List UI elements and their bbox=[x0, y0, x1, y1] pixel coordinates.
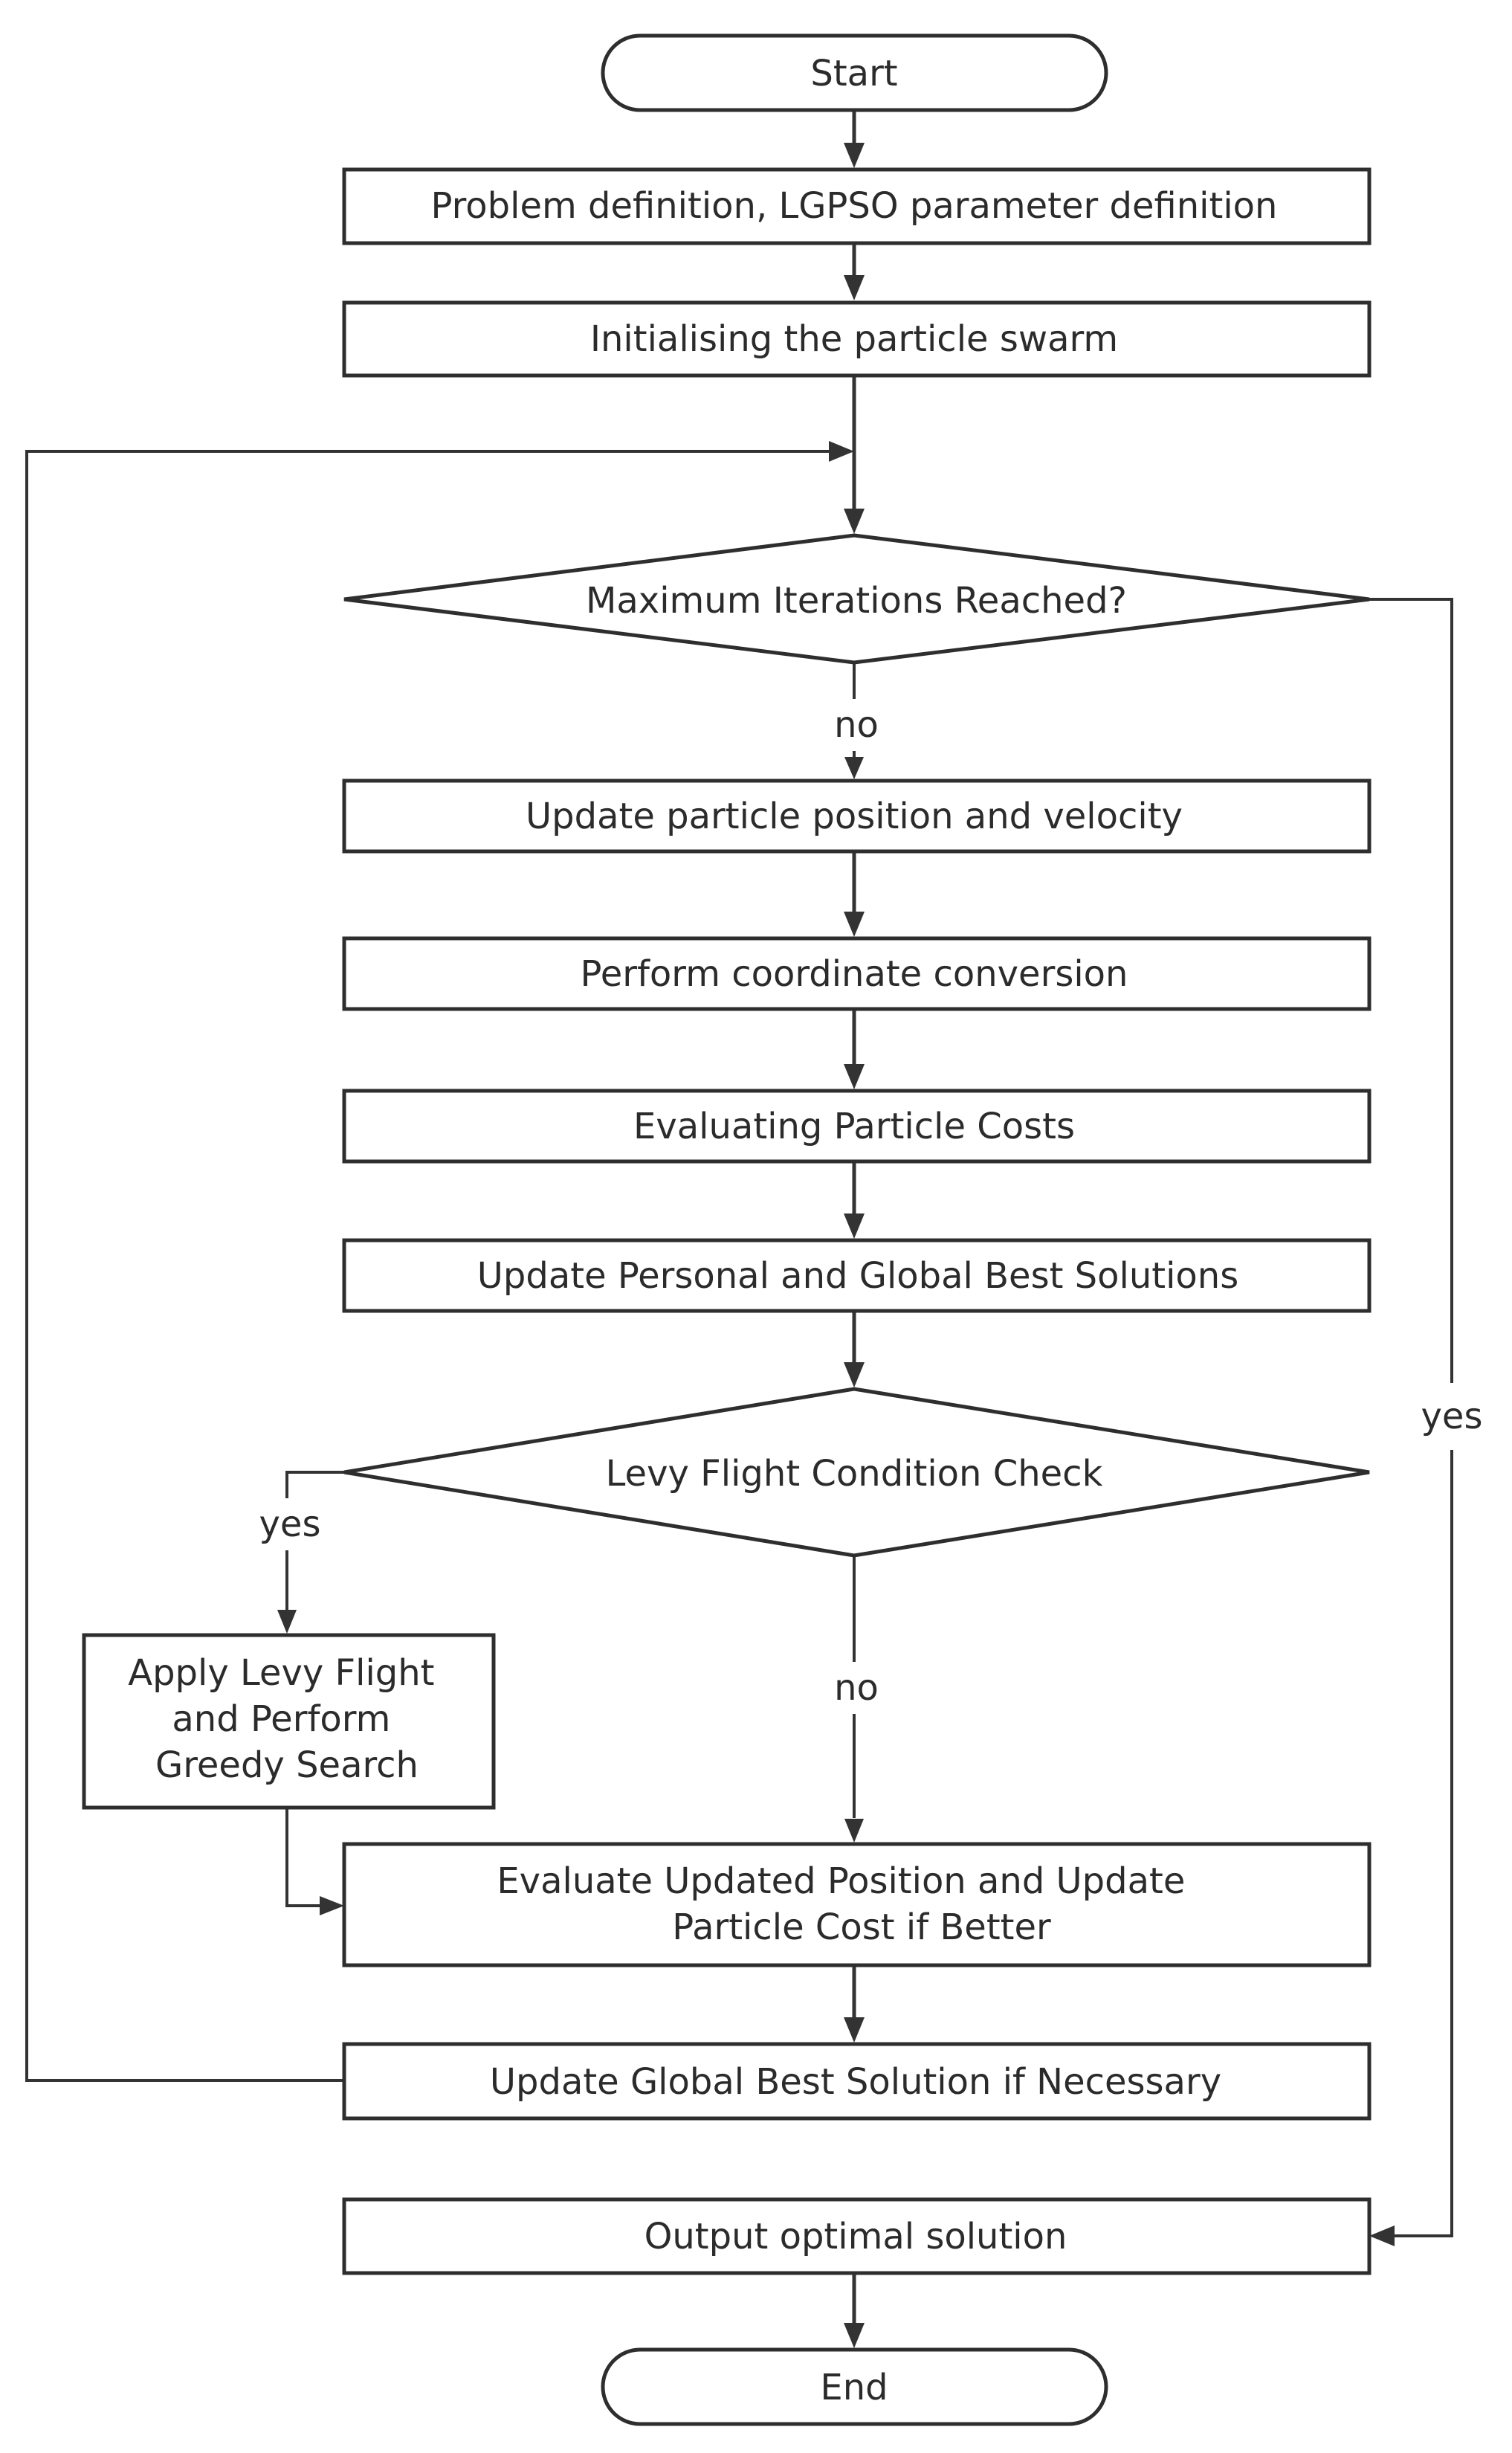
arrowhead bbox=[844, 1064, 865, 1089]
max-iterations-yes-label: yes bbox=[1421, 1396, 1483, 1437]
init-swarm-shape bbox=[342, 300, 1372, 378]
levy-yes-label: yes bbox=[259, 1503, 321, 1545]
problem-definition-shape bbox=[342, 167, 1372, 245]
arrowhead bbox=[844, 757, 864, 779]
arrowhead bbox=[829, 441, 854, 462]
arrowhead bbox=[277, 1610, 297, 1634]
apply-levy-box: Apply Levy Flight and Perform Greedy Sea… bbox=[82, 1633, 496, 1810]
end-shape bbox=[601, 2347, 1108, 2426]
coordinate-conversion-shape bbox=[342, 936, 1372, 1011]
apply-levy-line-1: Apply Levy Flight bbox=[128, 1652, 434, 1694]
arrowhead bbox=[844, 1819, 864, 1843]
output-shape bbox=[342, 2197, 1372, 2275]
max-iterations-label: Maximum Iterations Reached? bbox=[586, 580, 1127, 622]
arrowhead bbox=[844, 275, 865, 300]
output-box: Output optimal solution bbox=[342, 2197, 1372, 2275]
edge-maxiter-yes-bottom bbox=[1395, 1450, 1453, 2237]
levy-no-label: no bbox=[834, 1667, 879, 1709]
max-iterations-shape bbox=[343, 533, 1370, 665]
evaluate-costs-label: Evaluating Particle Costs bbox=[633, 1106, 1075, 1147]
edge-levy-to-eval bbox=[285, 1808, 320, 1907]
evaluate-updated-shape bbox=[342, 1842, 1372, 1967]
levy-check-shape bbox=[343, 1387, 1370, 1558]
update-global-label: Update Global Best Solution if Necessary bbox=[490, 2061, 1221, 2103]
update-position-label: Update particle position and velocity bbox=[526, 796, 1183, 837]
evaluate-costs-shape bbox=[342, 1089, 1372, 1164]
max-iterations-decision: Maximum Iterations Reached? bbox=[343, 533, 1370, 665]
arrowhead bbox=[844, 509, 865, 534]
arrowhead bbox=[844, 143, 865, 168]
max-iterations-no-label: no bbox=[834, 704, 879, 746]
coordinate-conversion-box: Perform coordinate conversion bbox=[342, 936, 1372, 1011]
init-swarm-label: Initialising the particle swarm bbox=[590, 318, 1118, 360]
levy-check-decision: Levy Flight Condition Check bbox=[343, 1387, 1370, 1558]
start-label: Start bbox=[810, 53, 897, 94]
arrowhead bbox=[844, 912, 865, 937]
evaluate-updated-line-2: Particle Cost if Better bbox=[672, 1906, 1051, 1948]
apply-levy-line-2: and Perform bbox=[172, 1698, 390, 1740]
arrowhead bbox=[844, 2323, 865, 2348]
init-swarm-box: Initialising the particle swarm bbox=[342, 300, 1372, 378]
apply-levy-shape bbox=[82, 1633, 496, 1810]
arrowhead bbox=[844, 2017, 865, 2043]
evaluate-costs-box: Evaluating Particle Costs bbox=[342, 1089, 1372, 1164]
arrowhead bbox=[844, 1362, 865, 1387]
problem-definition-label: Problem definition, LGPSO parameter defi… bbox=[431, 185, 1278, 227]
arrowhead bbox=[320, 1896, 344, 1915]
arrowhead bbox=[1369, 2225, 1395, 2246]
evaluate-updated-line-1: Evaluate Updated Position and Update bbox=[497, 1860, 1185, 1902]
evaluate-updated-box: Evaluate Updated Position and Update Par… bbox=[342, 1842, 1372, 1967]
connectors bbox=[25, 110, 1453, 2348]
edge-maxiter-yes-top bbox=[1369, 598, 1453, 1383]
output-label: Output optimal solution bbox=[644, 2216, 1067, 2257]
apply-levy-label: Apply Levy Flight and Perform Greedy Sea… bbox=[128, 1652, 446, 1786]
end-terminal: End bbox=[601, 2347, 1108, 2426]
apply-levy-line-3: Greedy Search bbox=[155, 1744, 419, 1786]
coordinate-conversion-label: Perform coordinate conversion bbox=[581, 953, 1128, 995]
edge-loop-back bbox=[25, 450, 829, 2082]
edge-levy-yes-top bbox=[285, 1471, 344, 1498]
update-best-box: Update Personal and Global Best Solution… bbox=[342, 1238, 1372, 1313]
problem-definition-box: Problem definition, LGPSO parameter defi… bbox=[342, 167, 1372, 245]
update-best-shape bbox=[342, 1238, 1372, 1313]
update-best-label: Update Personal and Global Best Solution… bbox=[477, 1255, 1238, 1297]
start-shape bbox=[601, 33, 1108, 112]
levy-check-label: Levy Flight Condition Check bbox=[606, 1453, 1103, 1495]
evaluate-updated-label: Evaluate Updated Position and Update Par… bbox=[497, 1860, 1196, 1948]
start-terminal: Start bbox=[601, 33, 1108, 112]
update-global-box: Update Global Best Solution if Necessary bbox=[342, 2042, 1372, 2121]
update-global-shape bbox=[342, 2042, 1372, 2121]
end-label: End bbox=[820, 2367, 888, 2408]
arrowhead bbox=[844, 1213, 865, 1239]
update-position-box: Update particle position and velocity bbox=[342, 779, 1372, 854]
update-position-shape bbox=[342, 779, 1372, 854]
